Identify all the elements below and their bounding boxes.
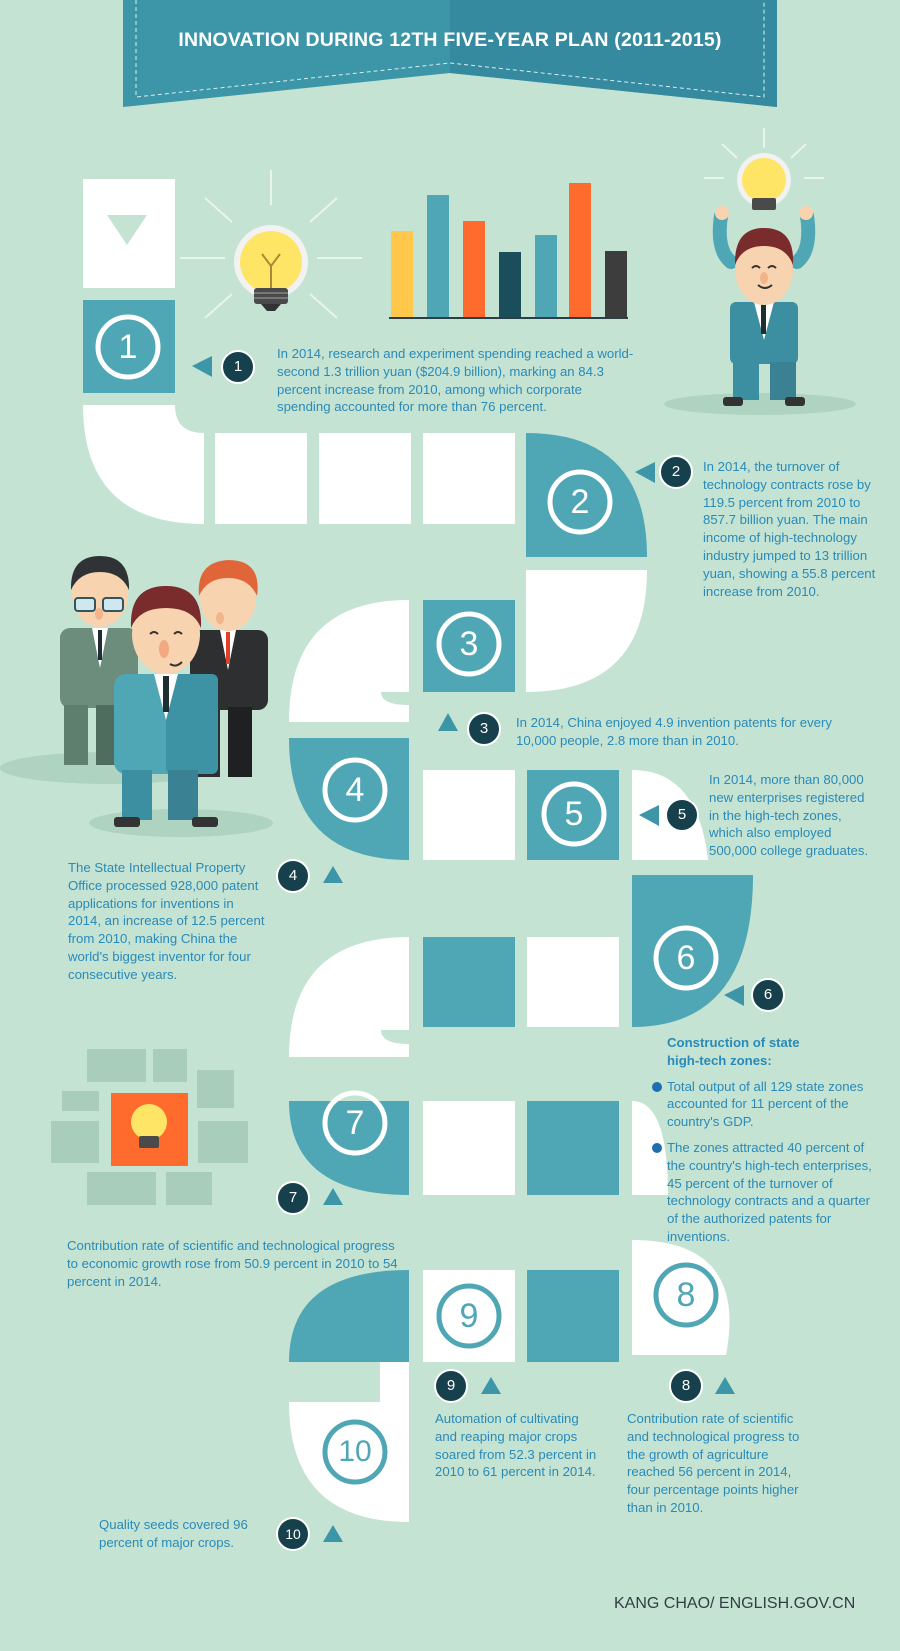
path-number-2: 2 (570, 483, 590, 521)
step-6-bullet-1-text: Total output of all 129 state zones acco… (667, 1078, 864, 1130)
badge-number-8: 8 (681, 1377, 691, 1394)
badge-number-1: 1 (233, 358, 243, 375)
step-1-text: In 2014, research and experiment spendin… (277, 346, 634, 415)
title-banner (123, 0, 777, 107)
path-number-6: 6 (676, 939, 696, 977)
step-6-bullet-1: Total output of all 129 state zones acco… (652, 1078, 875, 1131)
step-3-text: In 2014, China enjoyed 4.9 invention pat… (516, 715, 832, 748)
bar-chart-icon (389, 183, 628, 319)
path-number-4: 4 (345, 771, 365, 809)
step-6-block: Construction of state high-tech zones: T… (652, 1034, 875, 1246)
brick-wall-icon (51, 1049, 248, 1205)
lightbulb-rays (180, 170, 362, 319)
badge-number-5: 5 (677, 806, 687, 823)
path-step-rings (95, 314, 719, 1485)
bullet-dot-icon (652, 1081, 662, 1092)
badge-number-7: 7 (288, 1189, 298, 1206)
step-6-bullet-2: The zones attracted 40 percent of the co… (652, 1139, 875, 1246)
badge-number-2: 2 (671, 463, 681, 480)
businessman-icon (664, 128, 856, 415)
path-number-3: 3 (459, 625, 479, 663)
badge-number-10: 10 (285, 1526, 301, 1542)
step-7-text: Contribution rate of scientific and tech… (67, 1238, 398, 1289)
badge-number-4: 4 (288, 867, 298, 884)
credit-line: KANG CHAO/ ENGLISH.GOV.CN (614, 1595, 856, 1612)
path-number-5: 5 (564, 795, 584, 833)
step-4-text: The State Intellectual Property Office p… (68, 860, 265, 982)
path-number-1: 1 (118, 328, 138, 366)
badge-number-3: 3 (479, 720, 489, 737)
step-9-text: Automation of cultivating and reaping ma… (435, 1411, 597, 1480)
path-number-10: 10 (338, 1435, 372, 1468)
badge-number-9: 9 (446, 1377, 456, 1394)
lightbulb-icon (233, 224, 309, 312)
path-number-7: 7 (345, 1104, 365, 1142)
step-8-text: Contribution rate of scientific and tech… (627, 1411, 800, 1515)
bullet-dot-icon (652, 1142, 662, 1153)
team-icon (0, 556, 273, 837)
arrow-pointer-icon (192, 356, 744, 1542)
number-badges (221, 350, 785, 1551)
page-title: INNOVATION DURING 12TH FIVE-YEAR PLAN (2… (178, 29, 722, 51)
path-number-9: 9 (459, 1297, 479, 1335)
badge-number-6: 6 (763, 986, 773, 1003)
step-2-text: In 2014, the turnover of technology cont… (703, 459, 876, 599)
step-10-text: Quality seeds covered 96 percent of majo… (99, 1517, 248, 1550)
step-6-bullet-2-text: The zones attracted 40 percent of the co… (667, 1139, 872, 1244)
path-number-8: 8 (676, 1276, 696, 1314)
step-5-text: In 2014, more than 80,000 new enterprise… (709, 772, 869, 859)
step-6-heading: Construction of state high-tech zones: (667, 1035, 800, 1068)
